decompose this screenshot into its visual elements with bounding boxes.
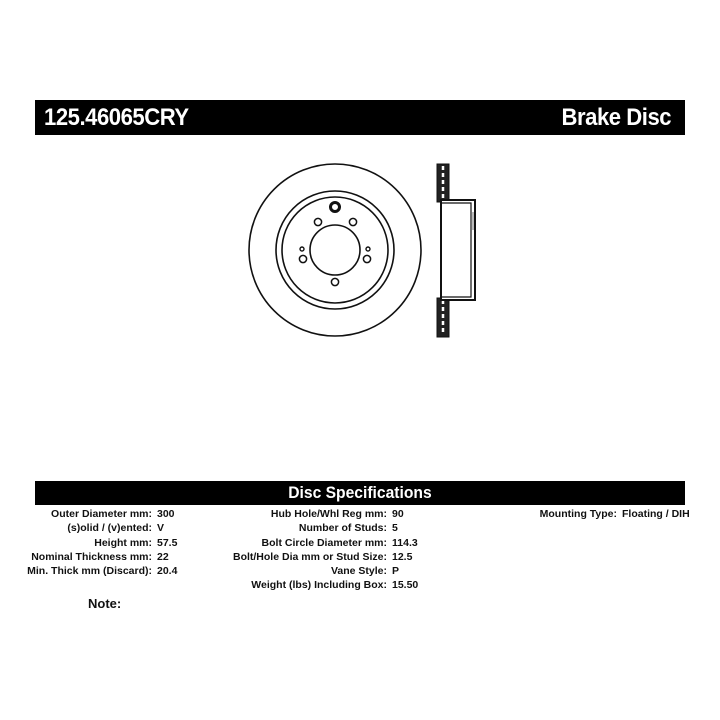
set-screw-hole: [299, 246, 305, 252]
note-label: Note:: [88, 596, 122, 611]
spec-label: Min. Thick mm (Discard):: [27, 565, 152, 577]
spec-value: 5: [392, 522, 398, 534]
spec-value: 15.50: [392, 579, 419, 591]
spec-value: 22: [157, 551, 169, 563]
spec-label: Height mm:: [94, 537, 152, 549]
spec-label: Bolt/Hole Dia mm or Stud Size:: [232, 551, 387, 563]
part-number: 125.46065CRY: [44, 103, 189, 131]
spec-label: Outer Diameter mm:: [51, 508, 152, 520]
spec-value: 57.5: [157, 537, 178, 549]
spec-value: Floating / DIH: [622, 508, 690, 520]
spec-value: P: [392, 565, 400, 577]
spec-label: Number of Studs:: [298, 522, 387, 534]
spec-label: Weight (lbs) Including Box:: [251, 579, 387, 591]
spec-row: Number of Studs: 5: [0, 521, 398, 535]
brake-disc-drawing: [248, 163, 476, 338]
spec-value: 300: [157, 508, 175, 520]
spec-value: 20.4: [157, 565, 178, 577]
spec-row: Vane Style: P: [0, 564, 399, 578]
bolt-hole: [348, 217, 358, 227]
spec-label: Hub Hole/Whl Reg mm:: [270, 508, 387, 520]
spec-value: V: [157, 522, 165, 534]
spec-row: Bolt Circle Diameter mm: 114.3: [0, 536, 418, 550]
spec-row: Nominal Thickness mm: 22: [0, 550, 168, 564]
specs-header: Disc Specifications: [35, 481, 685, 505]
spec-row: Outer Diameter mm: 300: [0, 507, 174, 521]
locating-hole-icon: [329, 201, 341, 213]
spec-row: Mounting Type: Floating / DIH: [0, 507, 690, 521]
outer-edge-circle: [248, 163, 422, 337]
spec-value: 114.3: [392, 537, 418, 549]
spec-value: 90: [392, 508, 404, 520]
spec-row: Min. Thick mm (Discard): 20.4: [0, 564, 177, 578]
spec-row: (s)olid / (v)ented: V: [0, 521, 164, 535]
title-bar: 125.46065CRY Brake Disc: [35, 100, 685, 135]
spec-label: (s)olid / (v)ented:: [67, 522, 152, 534]
disc-side-profile: [436, 163, 476, 338]
spec-row: Hub Hole/Whl Reg mm: 90: [0, 507, 404, 521]
spec-row: Bolt/Hole Dia mm or Stud Size: 12.5: [0, 550, 412, 564]
product-category: Brake Disc: [561, 103, 671, 131]
spec-label: Vane Style:: [330, 565, 387, 577]
spec-label: Bolt Circle Diameter mm:: [261, 537, 387, 549]
spec-label: Nominal Thickness mm:: [31, 551, 152, 563]
spec-value: 12.5: [392, 551, 413, 563]
bolt-hole: [330, 277, 340, 287]
spec-label: Mounting Type:: [539, 508, 617, 520]
set-screw-hole: [365, 246, 371, 252]
bolt-hole: [313, 217, 323, 227]
center-bore: [309, 224, 361, 276]
bolt-hole: [298, 254, 308, 264]
disc-front-view: [248, 163, 422, 337]
hat-outer-ring: [275, 190, 395, 310]
bolt-hole: [362, 254, 372, 264]
specs-title: Disc Specifications: [288, 483, 432, 502]
spec-row: Weight (lbs) Including Box: 15.50: [0, 578, 418, 592]
hat-inner-ring: [281, 196, 389, 304]
spec-row: Height mm: 57.5: [0, 536, 177, 550]
